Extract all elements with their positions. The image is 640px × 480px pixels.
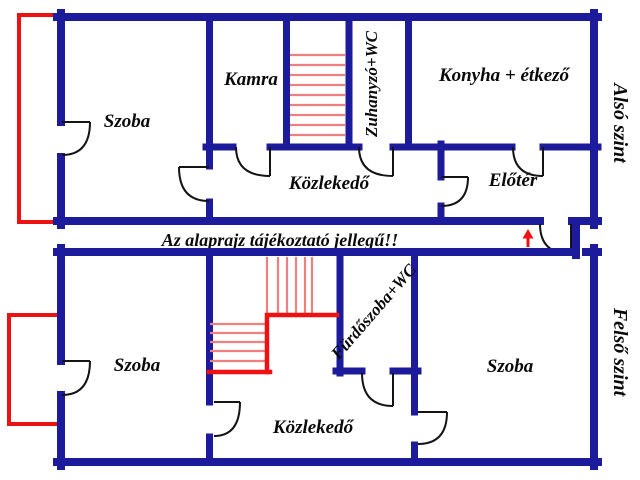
ground-floor-stairs [290, 53, 345, 137]
ground-floor-terrace-outline [17, 13, 59, 224]
stairs-red-edge [264, 312, 340, 375]
door-eloter [440, 176, 469, 207]
room-label-szoba-upper-left: Szoba [114, 355, 161, 376]
room-label-szoba-upper-right: Szoba [487, 356, 534, 377]
door-szoba-exterior [61, 121, 91, 156]
level-label-felso-szint: Felső szint [609, 307, 631, 398]
ground-floor-plan: Szoba Kamra Zuhanyzó+WC Konyha + étkező … [17, 9, 631, 259]
door-szoba-left [213, 401, 241, 437]
room-label-eloter: Előtér [488, 170, 538, 191]
disclaimer-band: Az alaprajz tájékoztató jellegű!! [161, 229, 534, 250]
upper-floor-stairs-lower-flight [210, 322, 266, 363]
door-szoba-left-exterior [61, 360, 91, 396]
room-label-kozlekedo-upper: Közlekedő [272, 417, 355, 438]
room-label-konyha-etkezo: Konyha + étkező [438, 65, 571, 86]
upper-floor-stairs-upper-flight [265, 257, 314, 313]
room-label-kamra: Kamra [223, 69, 278, 90]
door-szoba-right [417, 411, 448, 445]
room-label-szoba-ground: Szoba [104, 111, 151, 132]
door-kamra [235, 146, 271, 177]
level-label-also-szint: Alsó szint [609, 81, 631, 164]
entrance-arrow-head-icon [522, 229, 534, 239]
room-label-zuhanyzo-wc: Zuhanyzó+WC [362, 30, 381, 138]
door-szoba-kozlekedo [178, 166, 210, 202]
door-zuhanyzo [358, 146, 394, 177]
door-furdoszoba [361, 372, 394, 407]
upper-floor-plan: Szoba Fürdőszoba+WC Szoba Közlekedő Fels… [7, 244, 631, 470]
disclaimer-text: Az alaprajz tájékoztató jellegű!! [161, 230, 399, 250]
upper-floor-balcony-outline [7, 313, 59, 426]
room-label-kozlekedo-ground: Közlekedő [288, 173, 371, 194]
door-konyha [512, 146, 544, 177]
